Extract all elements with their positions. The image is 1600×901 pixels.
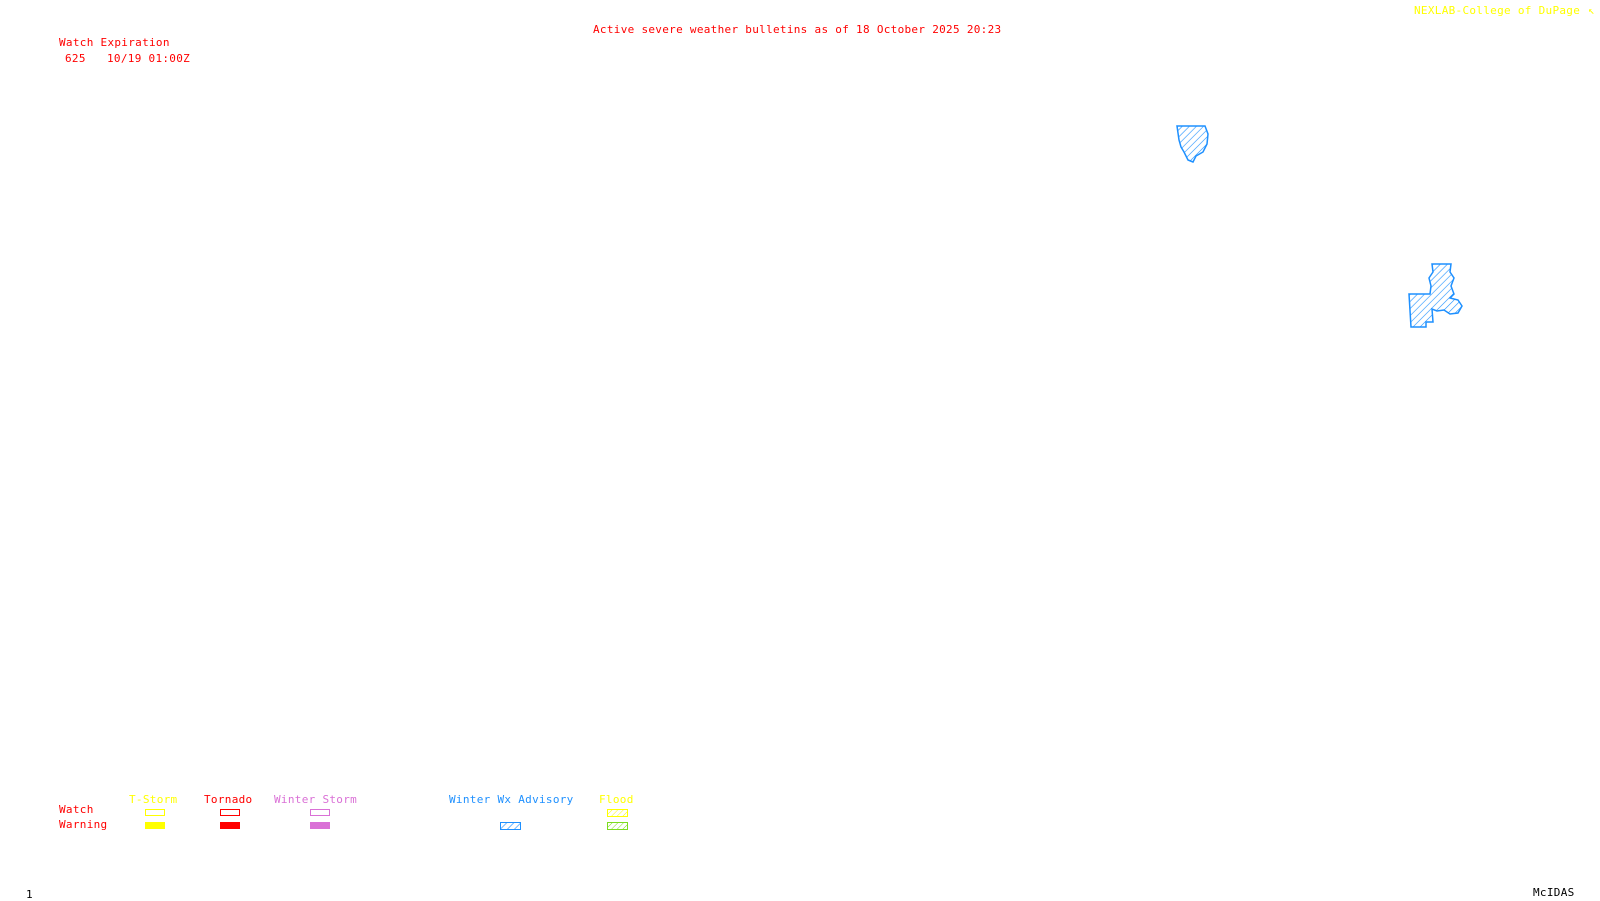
frame-number: 1: [26, 888, 33, 901]
legend-winter-storm-warning-swatch: [310, 822, 330, 829]
legend-winter-wx-advisory-warning-swatch: [500, 822, 521, 830]
legend-tornado-watch-swatch: [220, 809, 240, 816]
legend-flood-warning-swatch: [607, 822, 628, 830]
legend-row-watch: Watch: [59, 803, 94, 816]
credit-label: NEXLAB-College of DuPage: [1414, 4, 1581, 17]
winter-wx-advisory-region-2[interactable]: [1408, 263, 1463, 328]
legend-winter-storm-label: Winter Storm: [274, 793, 358, 806]
legend-tornado-label: Tornado: [204, 793, 253, 806]
cursor-icon: ↖: [1588, 4, 1595, 17]
legend-flood-label: Flood: [599, 793, 634, 806]
legend-flood-watch-swatch: [607, 809, 628, 817]
legend-winter-wx-advisory-label: Winter Wx Advisory: [449, 793, 574, 806]
winter-wx-advisory-region-1[interactable]: [1176, 125, 1209, 163]
legend-tornado-warning-swatch: [220, 822, 240, 829]
watch-expiration-heading: Watch Expiration: [59, 36, 170, 49]
legend-tstorm-label: T-Storm: [129, 793, 178, 806]
software-label: McIDAS: [1533, 886, 1575, 899]
watch-number: 625: [65, 52, 86, 65]
legend-winter-storm-watch-swatch: [310, 809, 330, 816]
legend-tstorm-watch-swatch: [145, 809, 165, 816]
legend-row-warning: Warning: [59, 818, 108, 831]
bulletin-title: Active severe weather bulletins as of 18…: [593, 23, 1002, 36]
watch-expires: 10/19 01:00Z: [107, 52, 191, 65]
legend-tstorm-warning-swatch: [145, 822, 165, 829]
